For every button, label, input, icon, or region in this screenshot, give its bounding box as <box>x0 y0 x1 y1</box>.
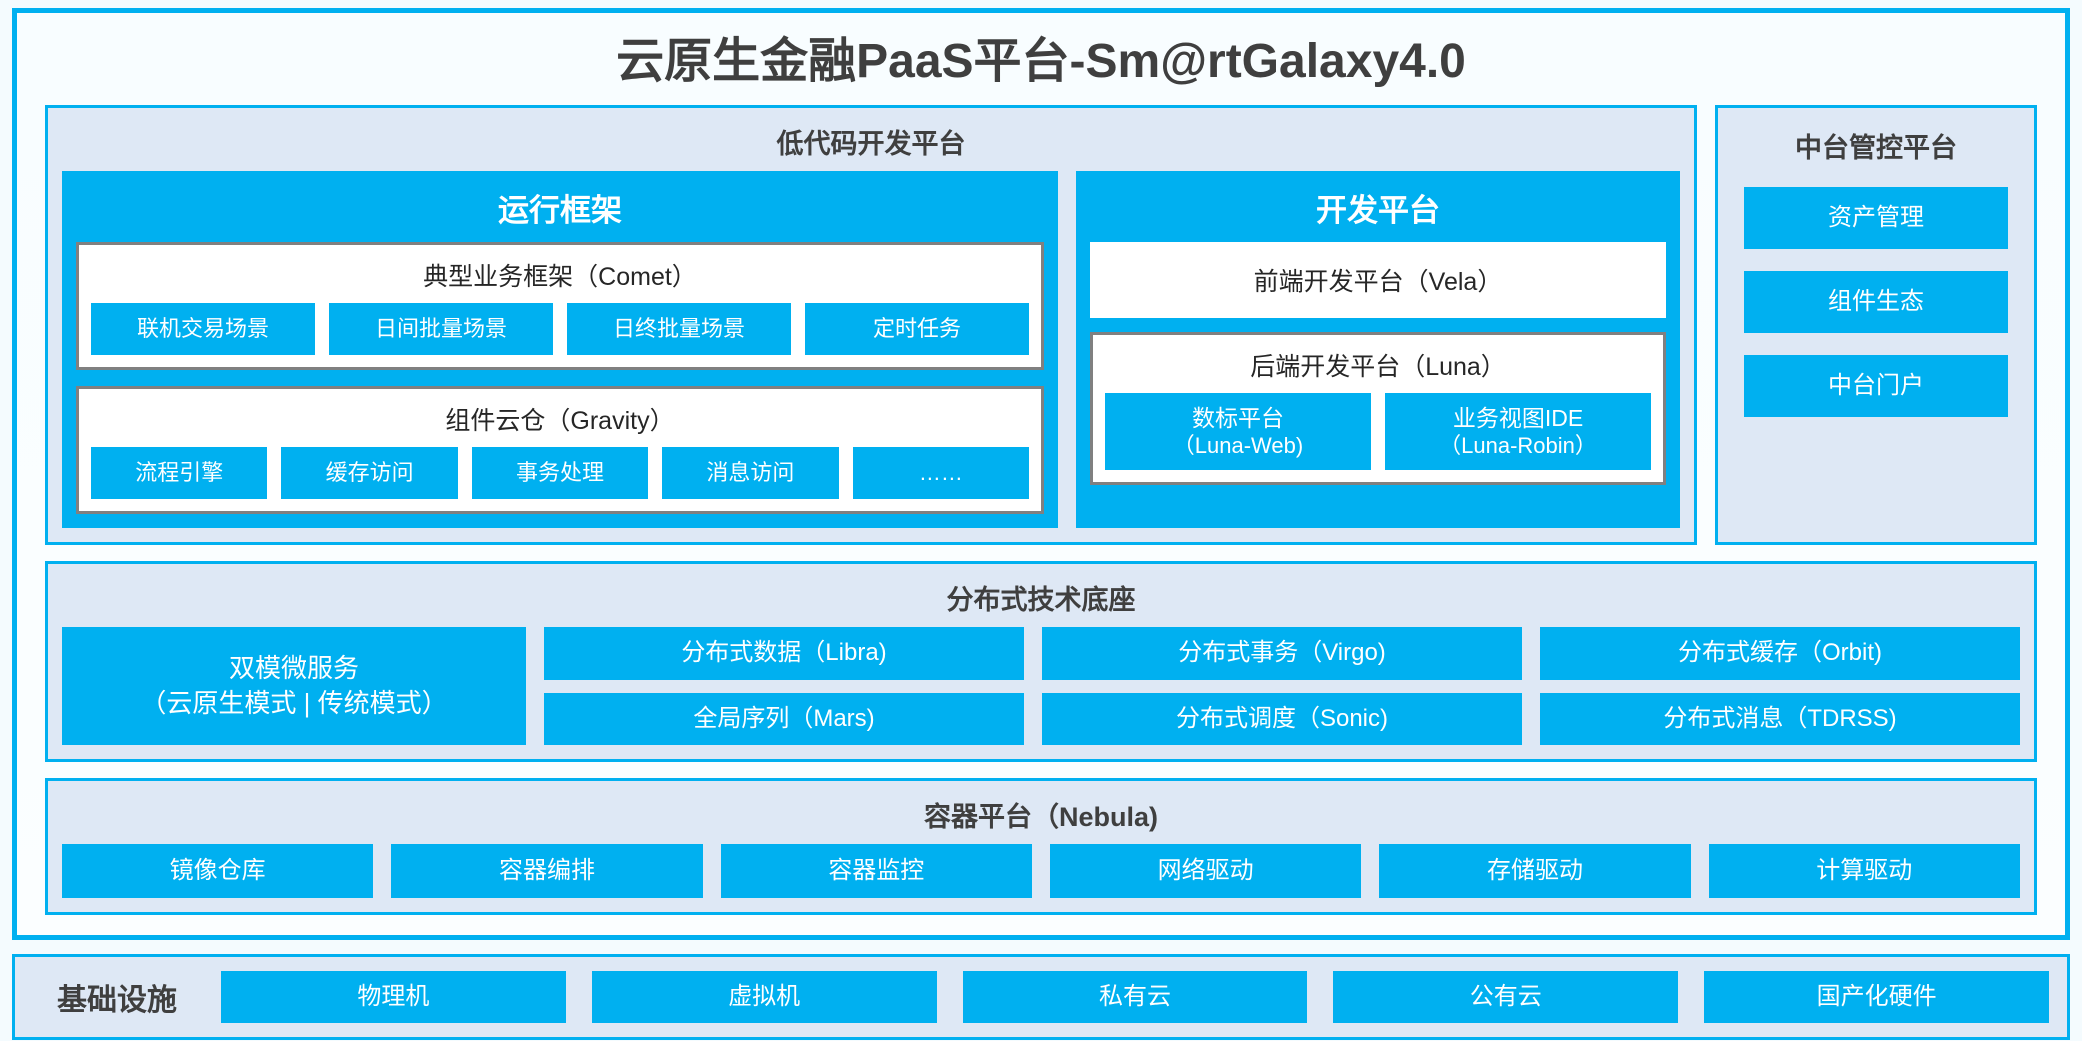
runtime-framework-title: 运行框架 <box>498 193 622 229</box>
gravity-item-cache-access[interactable]: 缓存访问 <box>281 447 458 500</box>
frontend-dev-platform[interactable]: 前端开发平台（Vela） <box>1090 242 1666 319</box>
luna-web-code: （Luna-Web) <box>1172 432 1304 458</box>
control-item-component-ecosystem[interactable]: 组件生态 <box>1744 271 2008 334</box>
backend-dev-platform-box: 后端开发平台（Luna） 数标平台 （Luna-Web) <box>1090 332 1666 486</box>
tech-base-column-3: 分布式缓存（Orbit) 分布式消息（TDRSS) <box>1540 627 2020 746</box>
tech-base-body: 双模微服务 （云原生模式 | 传统模式） 分布式数据（Libra) 全局序列（M… <box>62 627 2020 746</box>
infra-item-physical-machine[interactable]: 物理机 <box>221 971 566 1024</box>
control-platform-title: 中台管控平台 <box>1795 133 1957 164</box>
lowcode-platform-panel: 低代码开发平台 运行框架 典型业务框架（Comet） 联机交易场景 日间批量场景… <box>45 105 1697 546</box>
infrastructure-items: 物理机 虚拟机 私有云 公有云 国产化硬件 <box>221 971 2049 1024</box>
microservice-line2: （云原生模式 | 传统模式） <box>140 688 448 719</box>
tech-item-distributed-cache[interactable]: 分布式缓存（Orbit) <box>1540 627 2020 680</box>
comet-item-intraday-batch[interactable]: 日间批量场景 <box>329 303 553 356</box>
luna-web-name: 数标平台 <box>1192 405 1284 432</box>
gravity-items: 流程引擎 缓存访问 事务处理 消息访问 …… <box>91 447 1030 500</box>
tech-item-distributed-scheduling[interactable]: 分布式调度（Sonic) <box>1042 692 1522 746</box>
container-platform-title: 容器平台（Nebula) <box>923 802 1158 833</box>
gravity-box: 组件云仓（Gravity） 流程引擎 缓存访问 事务处理 消息访问 …… <box>76 386 1044 515</box>
infra-item-domestic-hardware[interactable]: 国产化硬件 <box>1704 971 2049 1024</box>
tech-base-title: 分布式技术底座 <box>946 585 1136 616</box>
top-row: 低代码开发平台 运行框架 典型业务框架（Comet） 联机交易场景 日间批量场景… <box>45 105 2037 546</box>
lowcode-platform-title: 低代码开发平台 <box>776 129 966 160</box>
runtime-framework-box: 运行框架 典型业务框架（Comet） 联机交易场景 日间批量场景 日终批量场景 … <box>62 171 1058 529</box>
backend-dev-platform-title: 后端开发平台（Luna） <box>1250 353 1506 382</box>
page-title: 云原生金融PaaS平台-Sm@rtGalaxy4.0 <box>616 35 1466 88</box>
tech-item-distributed-data[interactable]: 分布式数据（Libra) <box>544 627 1024 680</box>
comet-title: 典型业务框架（Comet） <box>423 263 697 292</box>
container-item-compute-driver[interactable]: 计算驱动 <box>1708 844 2020 899</box>
gravity-item-message-access[interactable]: 消息访问 <box>662 447 839 500</box>
luna-robin-name: 业务视图IDE <box>1452 405 1584 432</box>
container-item-network-driver[interactable]: 网络驱动 <box>1049 844 1362 899</box>
control-item-portal[interactable]: 中台门户 <box>1744 355 2008 418</box>
control-platform-panel: 中台管控平台 资产管理 组件生态 中台门户 <box>1715 105 2037 546</box>
row-spacer-1 <box>45 545 2037 561</box>
control-platform-items: 资产管理 组件生态 中台门户 <box>1732 187 2020 423</box>
comet-items: 联机交易场景 日间批量场景 日终批量场景 定时任务 <box>91 303 1029 356</box>
infra-item-public-cloud[interactable]: 公有云 <box>1333 971 1679 1024</box>
container-platform-panel: 容器平台（Nebula) 镜像仓库 容器编排 容器监控 网络驱动 存储驱动 计算… <box>45 778 2037 916</box>
microservice-line1: 双模微服务 <box>228 653 359 684</box>
infra-item-private-cloud[interactable]: 私有云 <box>962 971 1308 1024</box>
comet-item-scheduled-task[interactable]: 定时任务 <box>805 303 1029 356</box>
backend-dev-platform-items: 数标平台 （Luna-Web) 业务视图IDE （Luna-Robin） <box>1105 393 1651 471</box>
gravity-item-more[interactable]: …… <box>852 447 1030 500</box>
row-spacer-2 <box>45 762 2037 778</box>
comet-item-online-transaction[interactable]: 联机交易场景 <box>91 303 315 356</box>
container-item-storage-driver[interactable]: 存储驱动 <box>1379 844 1691 899</box>
tech-item-distributed-transaction[interactable]: 分布式事务（Virgo) <box>1042 627 1522 680</box>
dev-platform-box: 开发平台 前端开发平台（Vela） 后端开发平台（Luna） 数标平台 （Lun… <box>1076 171 1680 529</box>
tech-base-column-1: 分布式数据（Libra) 全局序列（Mars) <box>544 627 1024 746</box>
tech-base-panel: 分布式技术底座 双模微服务 （云原生模式 | 传统模式） 分布式数据（Libra… <box>45 561 2037 763</box>
infra-item-virtual-machine[interactable]: 虚拟机 <box>591 971 937 1024</box>
infrastructure-label: 基础设施 <box>57 984 177 1018</box>
tech-base-microservice: 双模微服务 （云原生模式 | 传统模式） <box>62 627 526 746</box>
tech-item-distributed-message[interactable]: 分布式消息（TDRSS) <box>1540 692 2020 746</box>
main-frame: 云原生金融PaaS平台-Sm@rtGalaxy4.0 低代码开发平台 运行框架 … <box>12 8 2070 941</box>
lowcode-platform-body: 运行框架 典型业务框架（Comet） 联机交易场景 日间批量场景 日终批量场景 … <box>62 171 1680 529</box>
comet-box: 典型业务框架（Comet） 联机交易场景 日间批量场景 日终批量场景 定时任务 <box>76 242 1044 371</box>
runtime-spacer <box>76 370 1044 386</box>
microservice-item[interactable]: 双模微服务 （云原生模式 | 传统模式） <box>62 627 526 746</box>
container-item-monitoring[interactable]: 容器监控 <box>720 844 1032 899</box>
control-item-asset-management[interactable]: 资产管理 <box>1744 187 2008 250</box>
tech-item-global-sequence[interactable]: 全局序列（Mars) <box>544 692 1024 746</box>
tech-base-column-2: 分布式事务（Virgo) 分布式调度（Sonic) <box>1042 627 1522 746</box>
gravity-title: 组件云仓（Gravity） <box>445 407 675 436</box>
container-item-orchestration[interactable]: 容器编排 <box>391 844 703 899</box>
gravity-item-transaction[interactable]: 事务处理 <box>471 447 649 500</box>
tech-base-columns: 分布式数据（Libra) 全局序列（Mars) 分布式事务（Virgo) 分布式… <box>544 627 2020 746</box>
gravity-item-process-engine[interactable]: 流程引擎 <box>91 447 268 500</box>
luna-robin-code: （Luna-Robin） <box>1439 432 1597 458</box>
container-platform-items: 镜像仓库 容器编排 容器监控 网络驱动 存储驱动 计算驱动 <box>62 844 2020 899</box>
infrastructure-panel: 基础设施 物理机 虚拟机 私有云 公有云 国产化硬件 <box>12 954 2070 1041</box>
dev-platform-title: 开发平台 <box>1316 193 1440 229</box>
comet-item-eod-batch[interactable]: 日终批量场景 <box>567 303 791 356</box>
container-item-image-repository[interactable]: 镜像仓库 <box>62 844 374 899</box>
luna-robin-item[interactable]: 业务视图IDE （Luna-Robin） <box>1385 393 1651 471</box>
luna-web-item[interactable]: 数标平台 （Luna-Web) <box>1105 393 1371 471</box>
